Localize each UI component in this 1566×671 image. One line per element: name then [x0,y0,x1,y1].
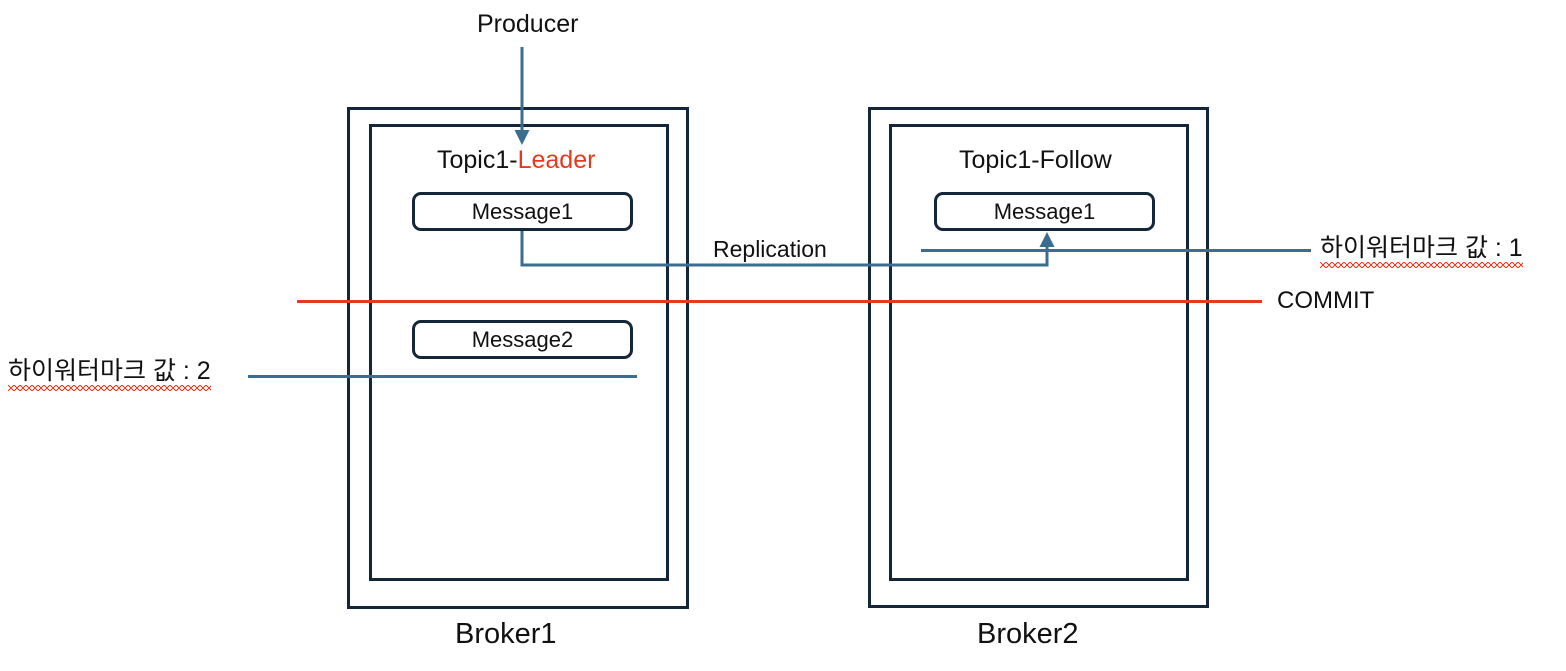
topic1-follow-prefix: Topic1- [959,146,1040,174]
replication-arrow [520,231,1055,267]
commit-label: COMMIT [1277,287,1375,314]
broker1-message1-box: Message1 [412,192,633,231]
high-watermark-2-text: 하이워터마크 값 : 2 [8,357,211,391]
broker2-label: Broker2 [977,618,1079,650]
topic1-leader-label: Topic1-Leader [437,148,595,173]
broker1-label: Broker1 [455,618,557,650]
producer-arrow [514,47,530,145]
broker1-outer-box [347,107,689,609]
topic1-leader-prefix: Topic1- [437,146,518,174]
broker1-inner-box [369,124,669,581]
topic1-follow-label: Topic1-Follow [959,148,1112,173]
high-watermark-2-label: 하이워터마크 값 : 2 [8,357,211,391]
producer-label: Producer [477,10,579,38]
broker2-message1-box: Message1 [934,192,1155,231]
broker1-message2-box: Message2 [412,320,633,359]
high-watermark-1-text: 하이워터마크 값 : 1 [1320,234,1523,268]
topic1-leader-role: Leader [517,146,596,174]
broker2-outer-box [868,107,1209,608]
topic1-follow-role: Follow [1039,146,1112,174]
broker2-inner-box [889,124,1189,581]
replication-label: Replication [710,238,830,261]
high-watermark-1-label: 하이워터마크 값 : 1 [1320,234,1523,268]
